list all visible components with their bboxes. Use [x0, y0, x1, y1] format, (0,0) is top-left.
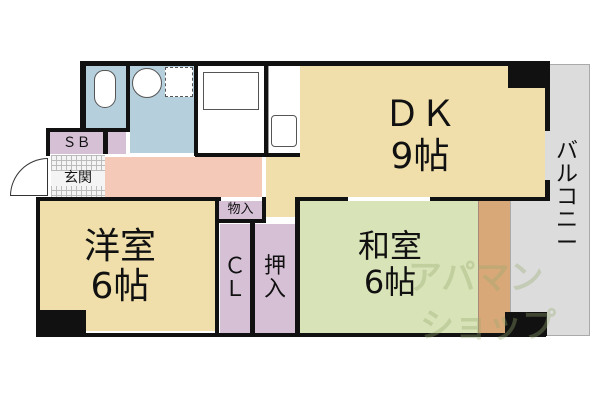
- kitchen-counter: [268, 66, 300, 154]
- watermark-logo-2: ショップ: [420, 306, 556, 346]
- dk-size: 9帖: [390, 136, 450, 177]
- monoire: [219, 201, 262, 219]
- cl-label: Ｃ Ｌ: [223, 254, 246, 303]
- pillar: [36, 310, 86, 337]
- sink-icon: [132, 68, 162, 98]
- closet: [220, 224, 250, 333]
- balcony-label: バ ル コ ニ ー: [555, 139, 578, 257]
- oshiire: [255, 224, 295, 333]
- bathtub-icon: [203, 72, 259, 110]
- room-japanese: [300, 201, 478, 333]
- western-size: 6帖: [90, 266, 150, 307]
- outer-wall: [80, 61, 550, 66]
- hallway: [105, 157, 262, 197]
- room-western: [40, 201, 216, 331]
- oshiire-label: 押 入: [263, 254, 286, 303]
- sb-label: ＳＢ: [62, 135, 91, 151]
- monoire-label: 物入: [227, 202, 254, 217]
- genkan-label: 玄関: [51, 171, 105, 186]
- shoe-box: [50, 132, 103, 154]
- kitchen-sink-icon: [271, 115, 297, 147]
- tatami-edge: [478, 201, 510, 333]
- washing-machine-icon: [165, 67, 193, 97]
- watermark-logo: アパマン: [408, 258, 544, 298]
- dk-name: ＤＫ: [383, 94, 456, 135]
- japanese-size: 6帖: [363, 263, 417, 301]
- pillar: [508, 66, 548, 88]
- japanese-name: 和室: [357, 227, 422, 265]
- entrance-door[interactable]: [10, 158, 48, 196]
- western-name: 洋室: [83, 226, 156, 267]
- toilet-icon: [94, 70, 116, 108]
- room-dk: [300, 66, 545, 197]
